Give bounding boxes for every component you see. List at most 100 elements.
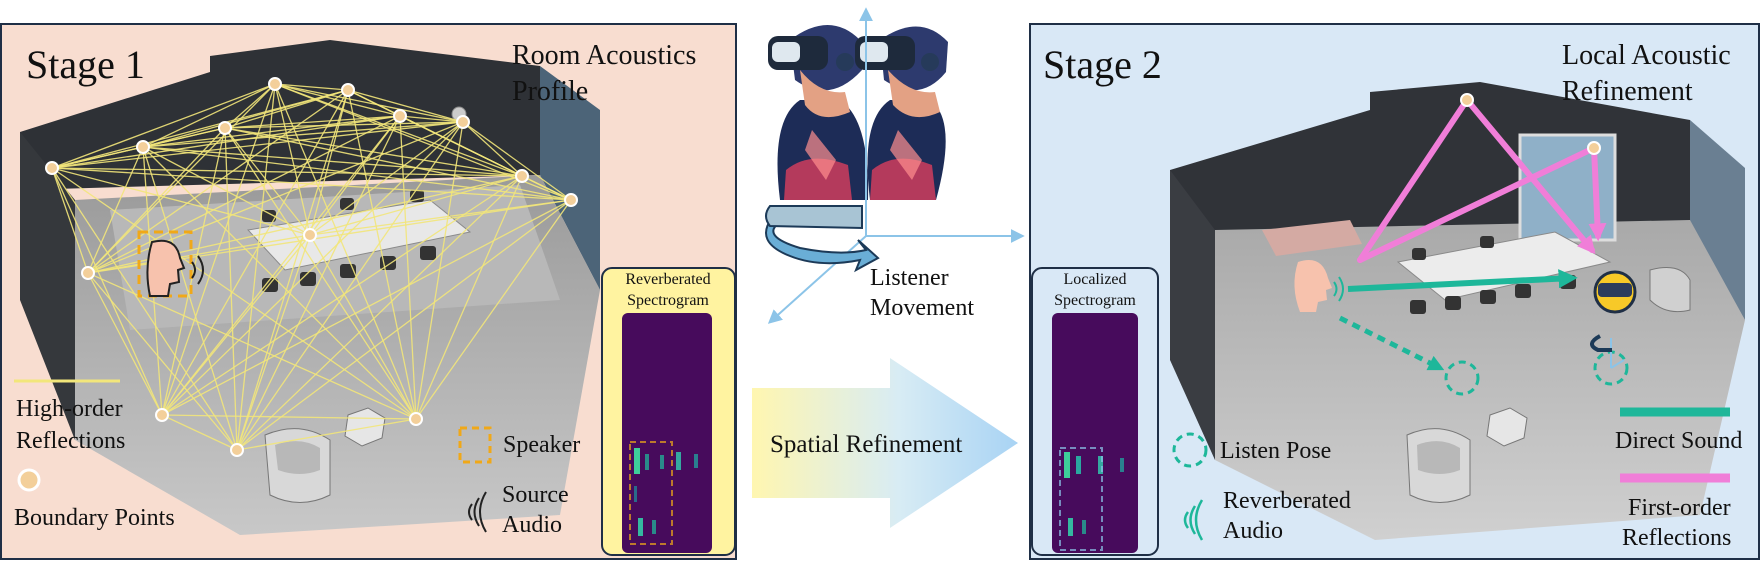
legend-source-audio-line2: Audio xyxy=(502,512,562,538)
reflection-line xyxy=(51,167,163,416)
spectrogram1-label-line2: Spectrogram xyxy=(627,292,709,309)
listener-vr-head xyxy=(1593,270,1637,314)
reflection-line xyxy=(415,175,523,420)
reflection-line xyxy=(236,418,417,451)
spectrogram1-features xyxy=(634,448,698,536)
reflection-line xyxy=(161,414,238,451)
reflection-line xyxy=(236,115,401,451)
boundary-point xyxy=(303,228,317,242)
reflection-line xyxy=(142,121,464,148)
reflection-line xyxy=(415,121,464,420)
reflection-point xyxy=(1460,93,1474,107)
spatial-refinement-label: Spatial Refinement xyxy=(770,431,962,458)
boundary-point xyxy=(81,266,95,280)
armchair-stage1 xyxy=(264,428,331,503)
stage2-subtitle-line1: Local Acoustic xyxy=(1562,40,1731,71)
boundary-point xyxy=(155,408,169,422)
listener-movement-line2: Movement xyxy=(870,295,974,321)
vr-listeners-illustration xyxy=(768,25,948,200)
reflection-line xyxy=(224,127,572,201)
reflection-line xyxy=(236,89,349,451)
reflection-line xyxy=(51,83,276,169)
coordinate-axes xyxy=(767,7,1025,324)
reflection-line xyxy=(161,83,276,416)
reflection-line xyxy=(236,199,572,451)
stage1-panel: Stage 1 Room Acoustics Profile High-orde… xyxy=(0,23,737,560)
reflection-line xyxy=(309,115,401,236)
reflection-line xyxy=(142,146,523,177)
boundary-point xyxy=(456,115,470,129)
reflection-line xyxy=(224,89,349,129)
reflection-line xyxy=(161,127,226,416)
boundary-point xyxy=(341,83,355,97)
high-order-reflection-lines xyxy=(51,83,572,451)
reflection-line xyxy=(399,115,464,123)
stage1-subtitle-line1: Room Acoustics xyxy=(512,40,696,71)
listen-pose-marker xyxy=(1444,360,1480,396)
reflection-line xyxy=(415,199,572,420)
reflection-line xyxy=(274,83,401,117)
reflection-line xyxy=(142,115,401,148)
reflection-line xyxy=(309,121,464,236)
reflection-line xyxy=(224,83,276,129)
speaker-stage1 xyxy=(137,230,204,298)
reflection-line xyxy=(309,89,349,236)
reflection-line xyxy=(224,127,238,451)
listener-movement-line1: Listener xyxy=(870,265,949,291)
reflection-line xyxy=(51,167,417,420)
reflection-line xyxy=(51,167,311,236)
legend-reverberated-audio-line2: Audio xyxy=(1223,518,1283,544)
reflection-line xyxy=(274,83,417,420)
reflection-line xyxy=(51,167,89,274)
reflection-line xyxy=(224,127,311,236)
legend-first-order-line1: First-order xyxy=(1628,495,1731,521)
boundary-point xyxy=(564,193,578,207)
spectrogram2-label-line2: Spectrogram xyxy=(1054,292,1136,309)
reflection-line xyxy=(161,89,349,416)
speaker-stage2 xyxy=(1294,260,1344,312)
reflection-line xyxy=(274,83,311,236)
speaker-legend-box xyxy=(458,426,492,464)
stage2-title: Stage 2 xyxy=(1043,42,1162,87)
reflection-line xyxy=(142,146,311,236)
reflection-line xyxy=(161,115,401,416)
reflection-line xyxy=(87,89,349,274)
reflection-line xyxy=(309,175,523,236)
legend-boundary-points: Boundary Points xyxy=(14,505,175,531)
reflection-line xyxy=(236,83,276,451)
reflection-line xyxy=(161,199,572,416)
reflection-line xyxy=(462,121,572,201)
legend-direct-sound: Direct Sound xyxy=(1615,428,1742,454)
reflection-line xyxy=(51,167,238,451)
reflection-line xyxy=(236,121,464,451)
reflection-line xyxy=(51,121,464,169)
stage2-subtitle-line2: Refinement xyxy=(1562,76,1693,107)
reflection-line xyxy=(236,175,523,451)
reflection-line xyxy=(274,83,523,177)
boundary-points xyxy=(45,77,578,457)
legend-reverberated-audio-line1: Reverberated xyxy=(1223,488,1351,514)
reflection-line xyxy=(224,115,401,129)
listen-pose-legend-marker xyxy=(1172,432,1208,468)
reflection-line xyxy=(87,272,417,420)
reflection-line xyxy=(274,83,464,123)
spectrogram2-features xyxy=(1064,452,1124,536)
reflection-line xyxy=(274,83,349,91)
boundary-point xyxy=(230,443,244,457)
reflection-line xyxy=(236,234,311,451)
reflection-line xyxy=(161,121,464,416)
boundary-point xyxy=(218,121,232,135)
rotation-arrow xyxy=(765,205,880,273)
boundary-point xyxy=(45,161,59,175)
reflection-line xyxy=(51,167,572,201)
reflection-point xyxy=(1587,141,1601,155)
reflection-line xyxy=(347,89,417,420)
spectrogram1-label-line1: Reverberated xyxy=(625,271,710,288)
legend-listen-pose: Listen Pose xyxy=(1220,438,1331,464)
reflection-line xyxy=(142,146,417,420)
reflection-line xyxy=(87,83,276,274)
stage1-title: Stage 1 xyxy=(26,42,145,87)
reflection-line xyxy=(87,272,238,451)
boundary-point xyxy=(409,412,423,426)
